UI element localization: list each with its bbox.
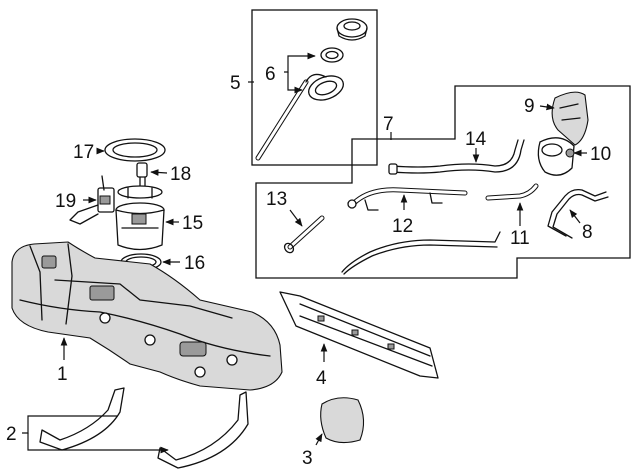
fuel-pump-module	[115, 185, 165, 251]
leader-2a	[22, 415, 118, 434]
callout-5: 5	[230, 73, 241, 94]
fuel-lines-group: 7 9 10 14 12	[255, 85, 631, 279]
callout-1: 1	[57, 364, 68, 385]
leader-18	[150, 169, 168, 176]
vent-pipe	[547, 188, 609, 239]
pump-connector	[136, 162, 148, 187]
fuel-tank	[11, 241, 283, 391]
filler-neck-pipe	[255, 73, 344, 161]
callout-7: 7	[383, 114, 394, 135]
leader-9	[539, 103, 555, 111]
fuel-line-lower	[341, 231, 501, 273]
tank-straps	[39, 387, 249, 469]
leader-6a	[284, 52, 316, 73]
callout-16: 16	[184, 253, 205, 274]
fuel-cap	[336, 18, 368, 41]
filler-heat-shield	[551, 91, 589, 146]
callout-15: 15	[182, 213, 203, 234]
callout-19: 19	[55, 191, 76, 212]
callout-3: 3	[302, 448, 313, 469]
leader-3	[315, 433, 323, 446]
pump-lock-ring	[104, 138, 166, 162]
fuel-pump-group: 17 18 19 15	[55, 138, 205, 274]
vent-hose	[388, 139, 525, 175]
tank-skid-shield	[279, 291, 439, 379]
leader-8	[569, 209, 581, 224]
callout-13: 13	[266, 189, 287, 210]
filler-seal-ring	[320, 47, 344, 63]
short-hose	[283, 215, 325, 254]
callout-17: 17	[73, 142, 94, 163]
fuel-lines-box	[255, 85, 631, 279]
fill-tube	[347, 187, 468, 211]
callout-9: 9	[524, 96, 535, 117]
callout-12: 12	[392, 216, 413, 237]
callout-18: 18	[170, 164, 191, 185]
filler-pipe-box	[251, 9, 378, 166]
leader-13	[289, 209, 303, 227]
leader-2b	[27, 433, 169, 454]
callout-10: 10	[590, 144, 611, 165]
shield-bracket	[320, 397, 365, 444]
callout-2: 2	[6, 424, 17, 445]
filler-hose	[485, 183, 539, 201]
fuel-level-sender	[69, 175, 115, 225]
callout-14: 14	[465, 129, 487, 150]
callout-4: 4	[316, 368, 327, 389]
filler-pipe-group: 5 6	[230, 9, 378, 166]
filler-housing	[537, 137, 575, 176]
callout-8: 8	[582, 222, 593, 243]
callout-6: 6	[265, 64, 276, 85]
leader-6b	[287, 72, 303, 94]
callout-11: 11	[510, 228, 530, 249]
